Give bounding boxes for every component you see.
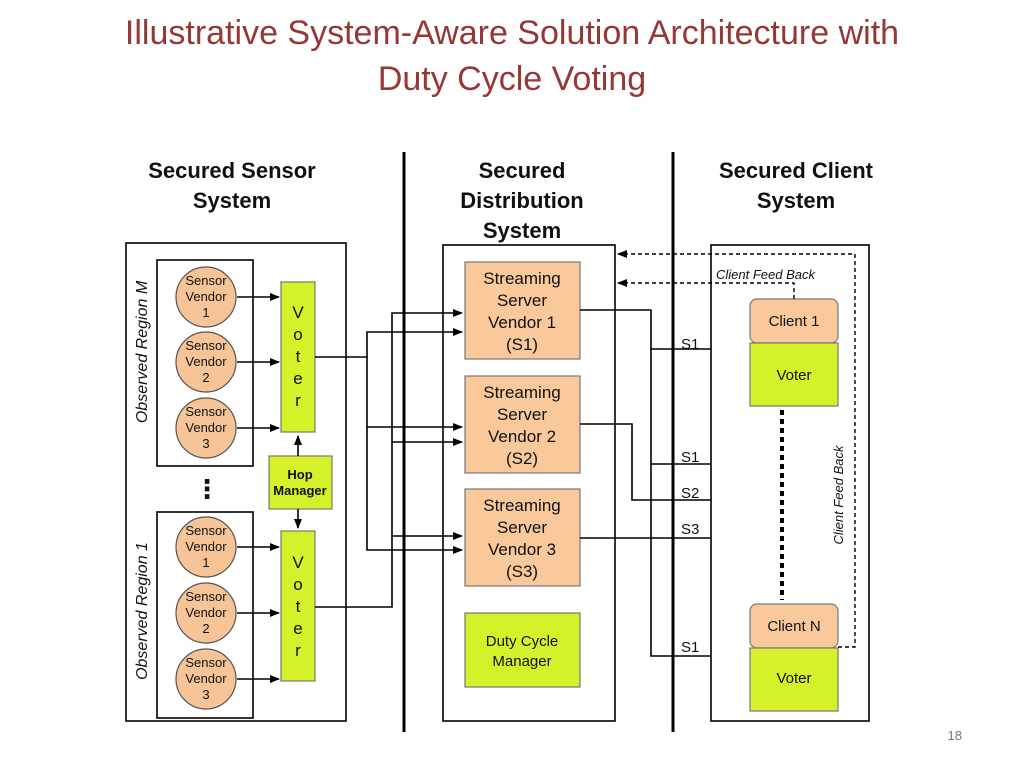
duty-cycle-line-1: Duty Cycle [486, 633, 559, 650]
server-1-line-1: Streaming [483, 269, 560, 288]
client-1-label: Client 1 [769, 313, 820, 330]
sensor-1-2: Sensor Vendor 2 [175, 582, 237, 644]
client-n: Client N Voter [749, 603, 839, 712]
sensor-m-2-line-3: 2 [202, 370, 209, 385]
server-2-line-3: Vendor 2 [488, 427, 556, 446]
server-1-line-3: Vendor 1 [488, 313, 556, 332]
hop-manager: Hop Manager [268, 455, 333, 510]
client-system-header: Secured Client System [719, 158, 874, 213]
feedback-client-n [617, 250, 856, 648]
client-n-label: Client N [767, 618, 820, 635]
voter-m-letter-4: e [293, 369, 302, 388]
sensor-1-3-line-3: 3 [202, 687, 209, 702]
client-feedback-paths [617, 250, 856, 648]
client-n-voter-label: Voter [776, 670, 811, 687]
duty-cycle-manager: Duty Cycle Manager [464, 612, 581, 688]
slide-title: Illustrative System-Aware Solution Archi… [40, 10, 984, 102]
client-header-line-2: System [757, 188, 835, 213]
hop-manager-line-2: Manager [273, 483, 326, 498]
sensor-1-3-line-1: Sensor [185, 655, 227, 670]
distribution-header-line-1: Secured [479, 158, 566, 183]
sensor-1-2-line-3: 2 [202, 621, 209, 636]
sensor-m-2: Sensor Vendor 2 [175, 331, 237, 393]
stream-s1-to-client-n [650, 464, 739, 660]
region-ellipsis: ⋮ [194, 475, 220, 505]
sensor-header-line-2: System [193, 188, 271, 213]
link-voter-1-server-1 [315, 309, 463, 608]
voter-1-letter-2: o [293, 575, 302, 594]
sensor-m-2-line-1: Sensor [185, 338, 227, 353]
sensor-m-3-line-3: 3 [202, 436, 209, 451]
region-1-label: Observed Region 1 [134, 542, 151, 680]
sensor-header-line-1: Secured Sensor [148, 158, 316, 183]
slide-title-line-2: Duty Cycle Voting [377, 60, 647, 98]
server-2-line-4: (S2) [506, 449, 538, 468]
server-3-line-3: Vendor 3 [488, 540, 556, 559]
server-2-line-2: Server [497, 405, 547, 424]
server-2-line-1: Streaming [483, 383, 560, 402]
client-header-line-1: Secured Client [719, 158, 874, 183]
sensor-m-1: Sensor Vendor 1 [175, 266, 237, 328]
voter-region-1: V o t e r [280, 530, 316, 682]
sensor-1-1-line-2: Vendor [185, 539, 227, 554]
voter-m-letter-3: t [296, 347, 301, 366]
streaming-server-2: Streaming Server Vendor 2 (S2) [464, 375, 581, 474]
server-3-line-4: (S3) [506, 562, 538, 581]
link-voter-m-server-3 [366, 427, 463, 554]
sensor-m-3-line-2: Vendor [185, 420, 227, 435]
stream-label-mid-s1: S1 [681, 449, 699, 466]
feedback-label-top: Client Feed Back [716, 267, 816, 282]
streaming-server-1: Streaming Server Vendor 1 (S1) [464, 261, 581, 360]
slide-title-line-1: Illustrative System-Aware Solution Archi… [124, 14, 900, 52]
distribution-header-line-2: Distribution [460, 188, 583, 213]
sensor-m-1-line-2: Vendor [185, 289, 227, 304]
server-3-line-2: Server [497, 518, 547, 537]
sensor-1-1-line-1: Sensor [185, 523, 227, 538]
sensor-1-2-line-1: Sensor [185, 589, 227, 604]
sensor-1-3-line-2: Vendor [185, 671, 227, 686]
server-1-line-2: Server [497, 291, 547, 310]
voter-region-m: V o t e r [280, 281, 316, 433]
stream-label-mid-s2: S2 [681, 485, 699, 502]
sensor-m-2-line-2: Vendor [185, 354, 227, 369]
sensor-1-1-line-3: 1 [202, 555, 209, 570]
page-number: 18 [947, 728, 962, 743]
voter-m-letter-5: r [295, 391, 301, 410]
streaming-server-3: Streaming Server Vendor 3 (S3) [464, 488, 581, 587]
client-1-voter-label: Voter [776, 367, 811, 384]
stream-s2-to-middle [580, 423, 739, 504]
link-voter-m-server-1 [315, 328, 463, 358]
server-1-line-4: (S1) [506, 335, 538, 354]
voter-m-letter-1: V [292, 303, 304, 322]
voter-1-letter-5: r [295, 641, 301, 660]
voter-1-letter-1: V [292, 553, 304, 572]
voter-1-letter-4: e [293, 619, 302, 638]
sensor-m-1-line-1: Sensor [185, 273, 227, 288]
distribution-system-header: Secured Distribution System [460, 158, 583, 243]
sensor-m-1-line-3: 1 [202, 305, 209, 320]
sensor-1-1: Sensor Vendor 1 [175, 516, 237, 578]
sensor-system-header: Secured Sensor System [148, 158, 316, 213]
stream-label-c1-s1: S1 [681, 336, 699, 353]
hop-manager-line-1: Hop [287, 467, 312, 482]
feedback-client-1 [617, 279, 795, 299]
voter-m-letter-2: o [293, 325, 302, 344]
sensor-m-3-line-1: Sensor [185, 404, 227, 419]
distribution-header-line-3: System [483, 218, 561, 243]
stream-s1-to-client-1 [580, 309, 739, 353]
duty-cycle-line-2: Manager [492, 653, 551, 670]
feedback-label-side: Client Feed Back [831, 444, 846, 544]
stream-label-mid-s3: S3 [681, 521, 699, 538]
server-3-line-1: Streaming [483, 496, 560, 515]
client-1: Client 1 Voter [749, 298, 839, 407]
sensor-m-3: Sensor Vendor 3 [175, 397, 237, 459]
stream-label-cn-s1: S1 [681, 639, 699, 656]
region-m-label: Observed Region M [134, 280, 151, 423]
voter-1-letter-3: t [296, 597, 301, 616]
sensor-1-2-line-2: Vendor [185, 605, 227, 620]
voter-to-server-connectors [315, 309, 463, 608]
sensor-1-3: Sensor Vendor 3 [175, 648, 237, 710]
